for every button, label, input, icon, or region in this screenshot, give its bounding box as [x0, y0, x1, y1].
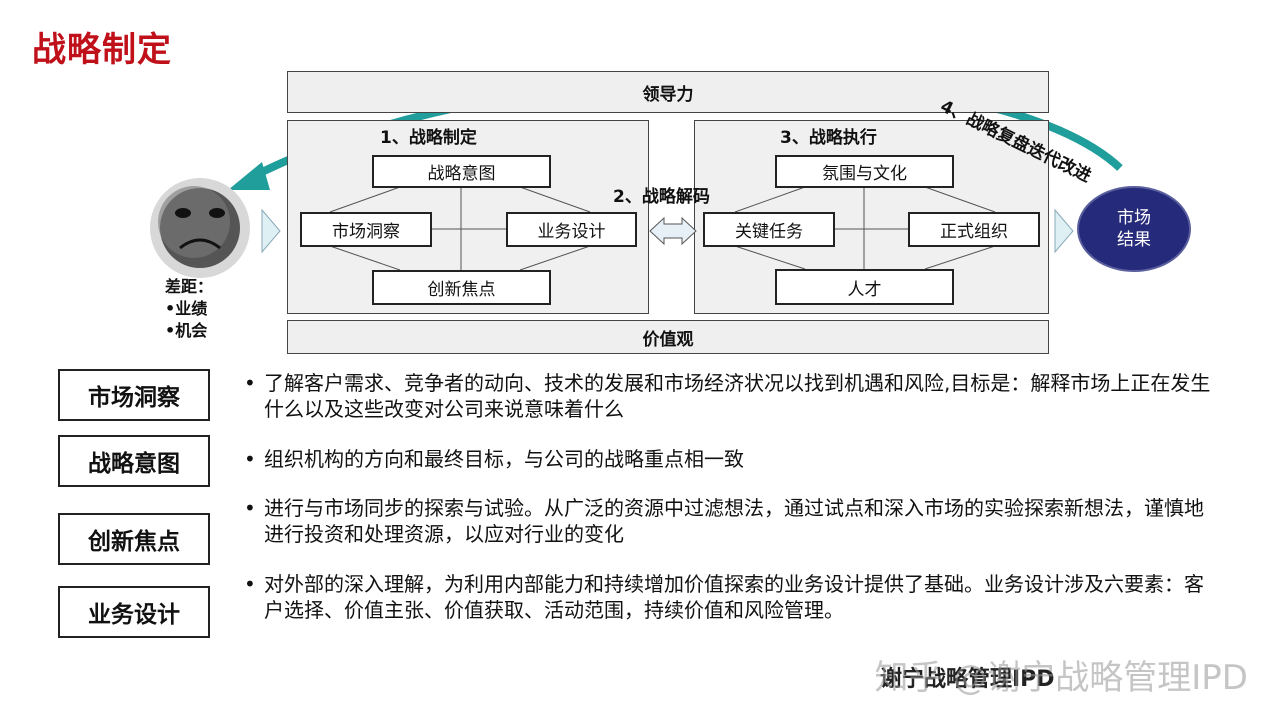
- desc-market-insight: • 了解客户需求、竞争者的动向、技术的发展和市场经济状况以找到机遇和风险,目标是…: [244, 370, 1219, 422]
- box-key-tasks: 关键任务: [703, 212, 835, 247]
- values-label: 价值观: [642, 329, 694, 350]
- decode-arrow: [649, 216, 697, 246]
- result-pointer: [1054, 208, 1074, 254]
- bullet-dot: •: [244, 496, 256, 520]
- desc-strategic-intent-text: 组织机构的方向和最终目标，与公司的战略重点相一致: [264, 447, 744, 471]
- market-result-circle: [1077, 186, 1191, 272]
- feedback-arrow-head: [228, 162, 270, 190]
- leadership-bar: 领导力: [287, 71, 1049, 113]
- box-market-insight: 市场洞察: [300, 212, 432, 247]
- sad-face-icon: [150, 178, 250, 278]
- page-title: 战略制定: [32, 30, 172, 70]
- desc-business-design: • 对外部的深入理解，为利用内部能力和持续增加价值探索的业务设计提供了基础。业务…: [244, 571, 1219, 623]
- stage1-label: 1、战略制定: [380, 128, 477, 148]
- term-market-insight: 市场洞察: [58, 369, 210, 421]
- gap-text: 差距： •业绩 •机会: [165, 276, 213, 342]
- stage2-label: 2、战略解码: [613, 187, 710, 207]
- result-line1: 市场: [1117, 208, 1151, 228]
- gap-title: 差距：: [165, 277, 214, 296]
- term-innovation-focus: 创新焦点: [58, 513, 210, 565]
- result-line2: 结果: [1117, 230, 1151, 250]
- bullet-dot: •: [244, 447, 256, 471]
- values-bar: 价值观: [287, 320, 1049, 354]
- gap-pointer: [261, 208, 281, 254]
- desc-innovation-focus: • 进行与市场同步的探索与试验。从广泛的资源中过滤想法，通过试点和深入市场的实验…: [244, 495, 1219, 547]
- box-innovation-focus: 创新焦点: [372, 270, 551, 305]
- gap-item-opportunity: •机会: [165, 321, 208, 340]
- watermark-overlay: 谢宁战略管理IPD: [880, 667, 1055, 692]
- box-talent: 人才: [775, 269, 954, 305]
- bullet-dot: •: [244, 572, 256, 596]
- watermark: 知乎 @谢宁战略管理IPD: [874, 658, 1248, 698]
- market-result-text: 市场 结果: [1100, 207, 1168, 251]
- term-strategic-intent: 战略意图: [58, 435, 210, 487]
- bullet-dot: •: [244, 371, 256, 395]
- stage3-label: 3、战略执行: [780, 128, 877, 148]
- box-strategic-intent: 战略意图: [372, 155, 551, 188]
- box-culture: 氛围与文化: [775, 155, 954, 188]
- desc-market-insight-text: 了解客户需求、竞争者的动向、技术的发展和市场经济状况以找到机遇和风险,目标是：解…: [264, 371, 1211, 421]
- desc-innovation-focus-text: 进行与市场同步的探索与试验。从广泛的资源中过滤想法，通过试点和深入市场的实验探索…: [264, 496, 1204, 546]
- leadership-label: 领导力: [642, 84, 694, 105]
- desc-strategic-intent: • 组织机构的方向和最终目标，与公司的战略重点相一致: [244, 446, 1219, 472]
- term-business-design: 业务设计: [58, 586, 210, 638]
- box-business-design: 业务设计: [506, 212, 637, 247]
- box-formal-org: 正式组织: [908, 212, 1040, 247]
- desc-business-design-text: 对外部的深入理解，为利用内部能力和持续增加价值探索的业务设计提供了基础。业务设计…: [264, 572, 1204, 622]
- gap-item-performance: •业绩: [165, 299, 208, 318]
